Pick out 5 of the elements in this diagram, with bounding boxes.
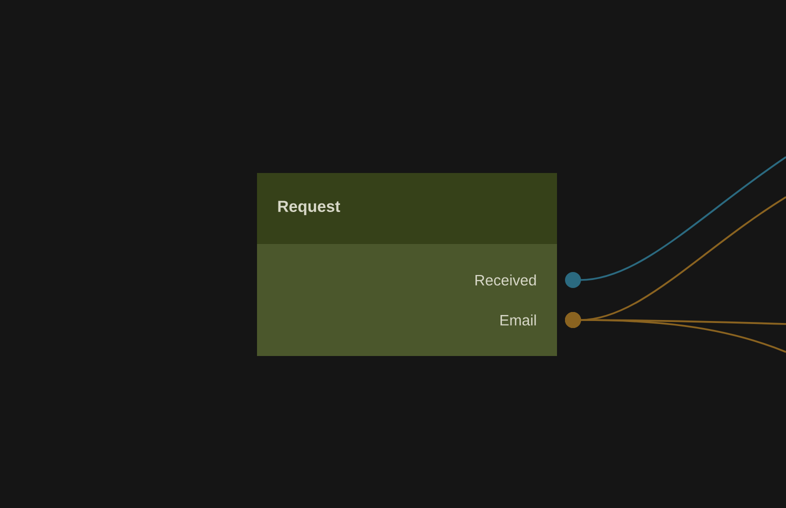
output-label: Received [476, 274, 536, 286]
connector-line [565, 156, 786, 288]
output-label: Email [500, 314, 536, 326]
node-label: Request [278, 200, 340, 216]
connector-line [565, 312, 786, 353]
